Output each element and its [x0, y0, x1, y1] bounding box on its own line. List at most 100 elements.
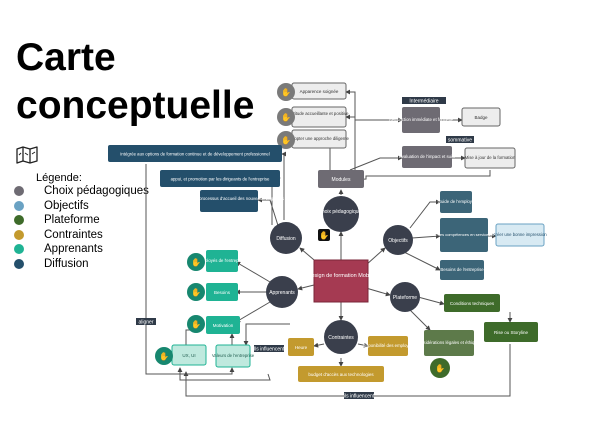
svg-text:UX, UI: UX, UI — [182, 353, 195, 358]
edge-plateforme-considerations — [409, 309, 431, 331]
edge-contraintes-disponibilite — [357, 342, 369, 348]
edge-objectifs-guide — [409, 199, 441, 229]
edge-label-influence-2: ils influencent — [344, 392, 375, 400]
node-creer[interactable]: créer une bonne impression — [493, 223, 547, 247]
title-line-2: conceptuelle — [16, 84, 255, 127]
svg-text:Rétroaction immédiate et forme: Rétroaction immédiate et formelle — [389, 117, 454, 122]
node-heure[interactable]: Heure — [288, 338, 314, 356]
legend-item: Plateforme — [14, 213, 149, 228]
ux-cursor-icon: ✋ — [155, 347, 173, 365]
node-badge[interactable]: Badge — [461, 107, 501, 127]
svg-text:Intermédiaire: Intermédiaire — [409, 99, 438, 105]
svg-text:considérations légales et éthi: considérations légales et éthiques — [417, 340, 482, 345]
edge-apprenants-employes — [235, 261, 271, 283]
edge-center-apprenants — [297, 284, 315, 291]
svg-text:Besoins de l'entreprise: Besoins de l'entreprise — [440, 267, 484, 272]
node-evaluation[interactable]: Évaluation de l'impact et suivi — [399, 146, 455, 168]
svg-text:Ils influencent: Ils influencent — [254, 347, 285, 353]
node-ux[interactable]: UX, UI — [171, 344, 207, 366]
svg-text:Plateforme: Plateforme — [393, 295, 417, 301]
legend-label: Diffusion — [44, 257, 89, 270]
svg-text:Mise à jour de la formation: Mise à jour de la formation — [465, 155, 516, 160]
node-contraintes[interactable]: Contraintes — [324, 320, 358, 354]
legend-label: Apprenants — [44, 243, 103, 256]
edge-aligner-loop — [145, 164, 235, 375]
node-retroaction[interactable]: Rétroaction immédiate et formelle — [389, 107, 454, 133]
edge-maj-modules — [349, 170, 491, 183]
edge-label-influence-1: Ils influencent — [254, 345, 285, 353]
node-objectifs[interactable]: Objectifs — [383, 225, 413, 255]
edge-label-aligner: aligner — [136, 318, 156, 326]
node-motivation[interactable]: Motivation — [206, 316, 240, 334]
node-choix[interactable]: Choix pédagogiques — [318, 196, 364, 232]
svg-text:Modules: Modules — [332, 177, 351, 183]
legend-dot — [14, 229, 24, 240]
legend-item: Diffusion — [14, 257, 149, 272]
legend-label: Contraintes — [44, 228, 103, 241]
svg-text:Employés de l'entreprise: Employés de l'entreprise — [199, 258, 247, 263]
legend-dot — [14, 186, 24, 197]
node-apprenants[interactable]: Apprenants — [266, 276, 298, 308]
node-disponibilite[interactable]: disponibilité des employés — [363, 336, 413, 356]
edge-diffusion-integree2 — [257, 197, 281, 233]
svg-text:Diffusion: Diffusion — [276, 236, 296, 242]
node-guide[interactable]: Guide de l'employé — [438, 191, 475, 213]
legend-dot — [14, 244, 24, 255]
node-attitude[interactable]: Attitude accueillante et positive — [290, 106, 350, 128]
svg-text:Besoins: Besoins — [214, 290, 231, 295]
node-plateforme[interactable]: Plateforme — [390, 282, 420, 312]
svg-text:✋: ✋ — [435, 363, 445, 373]
edge-apprenants-motivation — [235, 301, 271, 323]
node-amelioration[interactable]: Amélioration des compétences en services… — [414, 218, 514, 252]
svg-text:Amélioration des compétences e: Amélioration des compétences en services… — [414, 232, 514, 237]
node-integree1[interactable]: Intégrée aux options de formation contin… — [108, 145, 282, 162]
node-besoins[interactable]: Besoins de l'entreprise — [440, 260, 484, 280]
choix-cursor-icon: ✋ — [318, 229, 330, 241]
svg-text:✋: ✋ — [191, 257, 201, 267]
node-budget[interactable]: budget d'accès aux technologies — [298, 366, 384, 382]
node-employes[interactable]: Employés de l'entreprise — [199, 250, 247, 272]
legend-dot — [14, 258, 24, 269]
svg-text:sommative: sommative — [448, 138, 472, 144]
legend-item: Contraintes — [14, 228, 149, 243]
node-center[interactable]: Design de formation Mobile — [308, 259, 375, 303]
node-maj[interactable]: Mise à jour de la formation — [464, 147, 516, 169]
node-integree2[interactable]: Intégrée aux processus d'accueil des nou… — [174, 190, 284, 212]
motivation-cursor-icon: ✋ — [187, 315, 205, 333]
svg-text:disponibilité des employés: disponibilité des employés — [363, 343, 413, 348]
node-appui[interactable]: appui, et promotion par les dirigeants d… — [160, 170, 280, 187]
svg-text:Intégrée aux options de format: Intégrée aux options de formation contin… — [120, 152, 270, 157]
svg-text:Attitude accueillante et posit: Attitude accueillante et positive — [290, 111, 350, 116]
node-besoins-app[interactable]: Besoins — [206, 283, 238, 301]
svg-text:Valeurs de l'entreprise: Valeurs de l'entreprise — [212, 353, 255, 358]
svg-text:✋: ✋ — [159, 351, 169, 361]
legend-item: Choix pédagogiques — [14, 184, 149, 199]
edge-diffusion-integree1 — [281, 151, 287, 220]
edge-modules-evaluation — [349, 155, 403, 171]
node-rise[interactable]: Rise ou Storyline — [484, 322, 538, 342]
node-apparence[interactable]: Apparence soignée — [291, 82, 347, 100]
attitude-cursor-icon: ✋ — [277, 108, 295, 126]
svg-text:✋: ✋ — [281, 87, 291, 97]
svg-text:✋: ✋ — [191, 319, 201, 329]
edge-label-intermediaire: Intermédiaire — [402, 97, 446, 105]
page-title: Carte conceptuelle — [16, 34, 254, 130]
edge-plateforme-conditions — [417, 296, 445, 306]
legend-dot — [14, 215, 24, 226]
node-modules[interactable]: Modules — [318, 170, 364, 188]
svg-text:aligner: aligner — [138, 320, 153, 326]
svg-text:Intégrée aux processus d'accue: Intégrée aux processus d'accueil des nou… — [174, 196, 284, 201]
adopter-cursor-icon: ✋ — [277, 131, 295, 149]
node-considerations[interactable]: considérations légales et éthiques — [417, 330, 482, 356]
node-conditions[interactable]: Conditions techniques — [444, 294, 500, 312]
legend-dot — [14, 200, 24, 211]
considerations-cursor-icon: ✋ — [430, 358, 450, 378]
node-adopter[interactable]: Adopter une approche diligente — [289, 129, 349, 149]
legend-title: Légende: — [36, 172, 82, 184]
node-diffusion[interactable]: Diffusion — [270, 222, 302, 254]
edge-center-plateforme — [365, 287, 391, 297]
edge-budget-loop — [177, 367, 271, 381]
node-valeurs[interactable]: Valeurs de l'entreprise — [212, 344, 255, 368]
svg-text:Rise ou Storyline: Rise ou Storyline — [494, 330, 529, 335]
